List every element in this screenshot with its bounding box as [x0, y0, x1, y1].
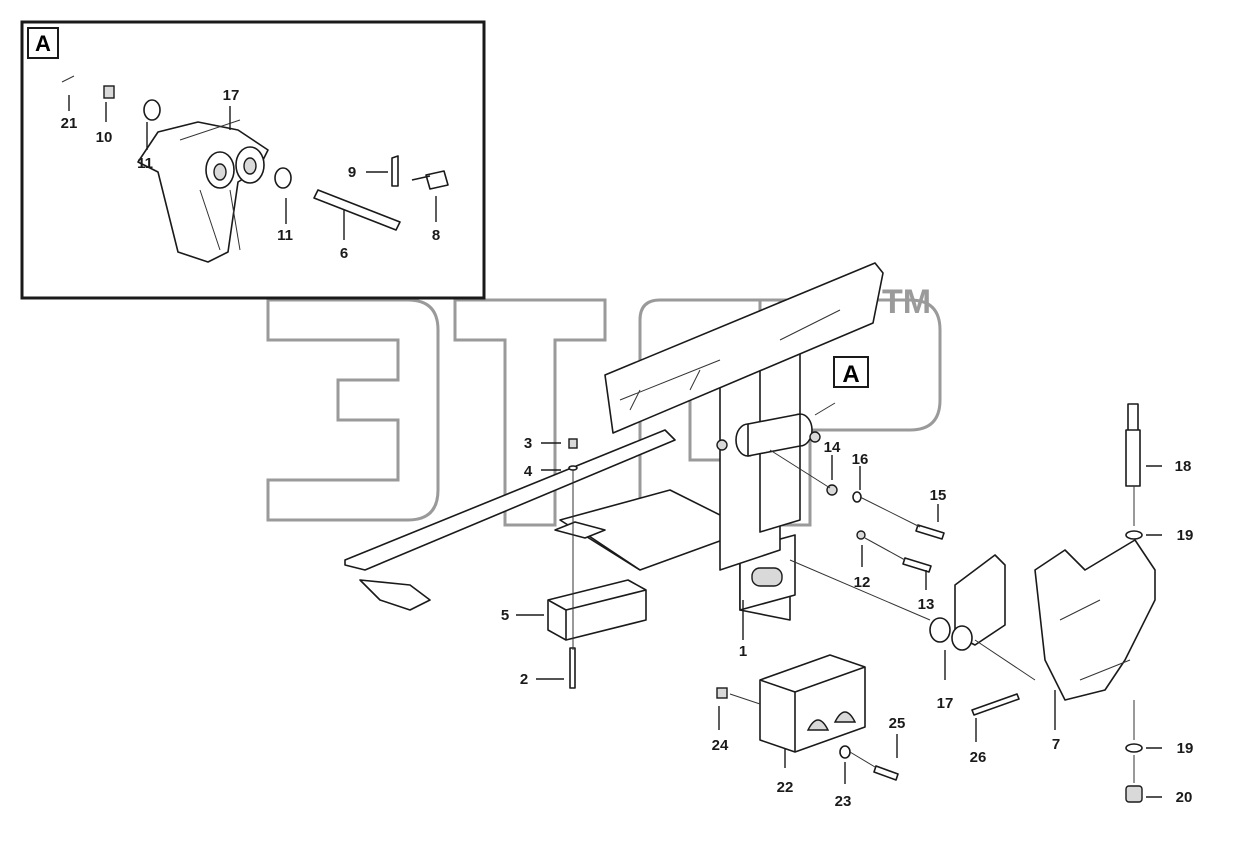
label-6: 6 — [340, 245, 348, 262]
top-plate — [554, 521, 606, 539]
inset-panel: A 21 10 11 17 11 6 9 8 — [20, 20, 486, 300]
label-15: 15 — [930, 487, 947, 504]
label-22: 22 — [777, 779, 794, 796]
label-16: 16 — [852, 451, 869, 468]
washer-4 — [568, 465, 578, 471]
bolt-13 — [902, 557, 932, 573]
inset-washer-b — [274, 167, 292, 189]
label-5: 5 — [501, 607, 509, 624]
callout-box — [833, 356, 869, 388]
label-26: 26 — [970, 749, 987, 766]
washer-23 — [839, 745, 851, 759]
label-24: 24 — [712, 737, 729, 754]
nut-24 — [716, 687, 728, 699]
inset-nut — [103, 85, 115, 99]
washer-19-top — [1125, 530, 1143, 540]
bracket-17-eye-b — [951, 625, 973, 651]
label-17-inset: 17 — [223, 87, 240, 104]
label-2: 2 — [520, 671, 528, 688]
bolt-2 — [569, 647, 576, 689]
bracket-17-eye-a — [929, 617, 951, 643]
bolt-15 — [915, 524, 945, 540]
inset-washer-a — [143, 99, 161, 121]
inset-bracket — [137, 119, 269, 263]
label-14: 14 — [824, 439, 841, 456]
bolt-18 — [1125, 403, 1141, 487]
label-11-inset-a: 11 — [137, 155, 153, 172]
pin-26 — [971, 693, 1020, 716]
label-25: 25 — [889, 715, 906, 732]
block-22-slots — [806, 711, 857, 731]
label-19-top: 19 — [1177, 527, 1194, 544]
label-21: 21 — [61, 115, 78, 132]
label-12: 12 — [854, 574, 871, 591]
label-17: 17 — [937, 695, 954, 712]
label-9: 9 — [348, 164, 356, 181]
label-13: 13 — [918, 596, 935, 613]
nut-12 — [856, 530, 866, 540]
main-frame — [344, 262, 884, 621]
label-4: 4 — [524, 463, 533, 480]
washer-16 — [852, 491, 862, 503]
inset-bolt — [411, 170, 449, 190]
nut-3 — [568, 438, 578, 449]
label-23: 23 — [835, 793, 852, 810]
watermark-tm: TM — [882, 283, 931, 321]
label-3: 3 — [524, 435, 532, 452]
label-7: 7 — [1052, 736, 1060, 753]
block-5-edges — [547, 589, 647, 640]
label-10: 10 — [96, 129, 113, 146]
inset-cotter — [61, 75, 75, 83]
label-20: 20 — [1176, 789, 1193, 806]
nut-20 — [1125, 785, 1143, 803]
bracket-7 — [1034, 539, 1156, 701]
label-18: 18 — [1175, 458, 1192, 475]
main-labels: 3 4 5 2 1 14 16 15 12 13 17 26 7 24 22 2… — [501, 435, 1194, 810]
label-1: 1 — [739, 643, 747, 660]
inset-pin — [313, 189, 401, 231]
watermark-logo: TM — [266, 283, 942, 527]
washer-19-bottom — [1125, 743, 1143, 753]
bolt-25 — [873, 765, 899, 781]
block-22-edges — [759, 666, 866, 752]
callout-label: A — [842, 361, 859, 388]
label-19-bottom: 19 — [1177, 740, 1194, 757]
label-8: 8 — [432, 227, 440, 244]
inset-fitting — [391, 155, 399, 187]
label-11-inset-b: 11 — [277, 227, 293, 244]
inset-label: A — [35, 31, 51, 56]
